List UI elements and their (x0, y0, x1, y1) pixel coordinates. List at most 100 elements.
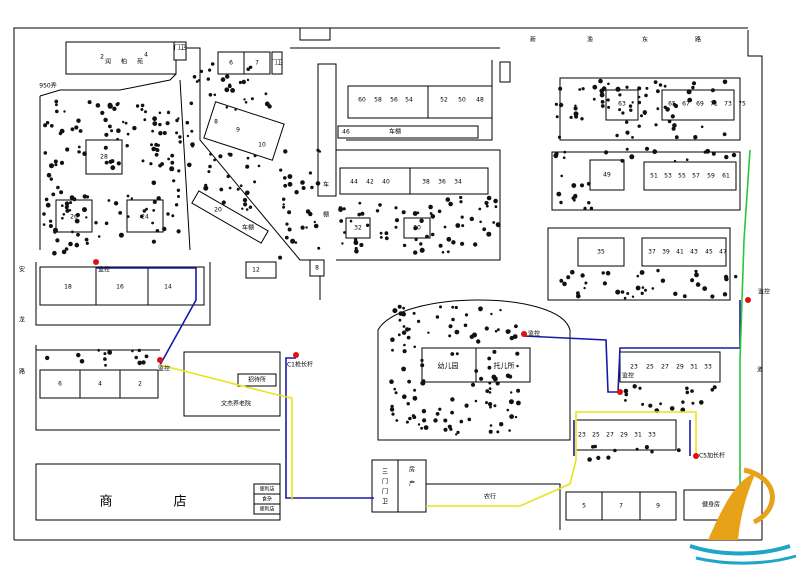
building-label: 60 (358, 97, 366, 104)
tree-icon (50, 124, 54, 128)
tree-icon (155, 229, 160, 233)
tree-icon (103, 117, 108, 123)
tree-icon (467, 417, 472, 422)
tree-icon (420, 426, 423, 430)
tree-icon (127, 215, 130, 218)
tree-icon (450, 410, 454, 415)
tree-icon (248, 65, 253, 70)
building-20-shed (191, 190, 269, 244)
tree-icon (343, 231, 346, 234)
tree-icon (151, 129, 155, 133)
tree-icon (401, 366, 406, 372)
boundary-lines (13, 27, 763, 541)
building-63 (605, 89, 639, 121)
building-label: 45 (705, 249, 713, 256)
tree-icon (724, 276, 729, 282)
tree-icon (592, 97, 596, 101)
tree-icon (59, 160, 65, 165)
building-label: 31 (634, 432, 642, 439)
tree-icon (629, 108, 633, 112)
building-label: 商 (99, 495, 112, 510)
tree-icon (514, 324, 518, 329)
building-label: 文杰养老院 (221, 400, 251, 408)
tree-icon (45, 202, 51, 208)
tree-icon (190, 129, 194, 133)
tree-icon (473, 242, 478, 247)
road-label-char: 东 (642, 36, 648, 44)
gate-label: 门卫 (174, 44, 186, 52)
tree-icon (221, 200, 226, 205)
tree-icon (313, 220, 316, 224)
tree-icon (592, 84, 598, 90)
tree-icon (149, 162, 153, 166)
building-label: 26 (70, 214, 78, 221)
tree-icon (412, 311, 416, 315)
building-guesthouse (237, 373, 277, 387)
tree-icon (558, 86, 563, 91)
building-label: 49 (603, 172, 611, 179)
tree-icon (177, 169, 181, 173)
tree-icon (71, 230, 74, 234)
tree-icon (554, 102, 559, 106)
tree-icon (210, 62, 215, 66)
tree-icon (162, 131, 167, 135)
tree-icon (449, 427, 453, 431)
tree-icon (734, 274, 738, 279)
tree-icon (569, 115, 573, 119)
tree-icon (479, 220, 482, 224)
tree-icon (598, 78, 603, 84)
building-label: 房 (409, 466, 415, 474)
tree-icon (459, 200, 463, 204)
tree-icon (587, 457, 592, 462)
tree-icon (156, 143, 160, 147)
tree-icon (485, 389, 490, 393)
tree-icon (632, 384, 637, 389)
building-label: 39 (662, 249, 670, 256)
tree-icon (712, 385, 717, 390)
tree-icon (379, 231, 383, 235)
tree-icon (384, 231, 389, 236)
road-label-char: 新 (530, 36, 536, 44)
tree-icon (640, 114, 643, 118)
tree-icon (397, 304, 402, 309)
logo-sail-icon (708, 472, 756, 540)
building-row-5-7-9 (565, 491, 677, 521)
building-label: 25 (646, 364, 654, 371)
tree-icon (378, 203, 382, 207)
tree-icon (234, 108, 237, 111)
tree-icon (654, 123, 658, 127)
tree-icon (143, 118, 147, 122)
building-label: 卫 (382, 499, 388, 506)
tree-icon (353, 240, 359, 246)
tree-icon (45, 355, 50, 361)
tree-icon (492, 221, 496, 224)
tree-icon (287, 174, 293, 179)
tree-icon (669, 406, 675, 411)
tree-icon (705, 148, 711, 154)
tree-icon (401, 330, 407, 335)
tree-icon (491, 374, 497, 380)
tree-icon (572, 198, 576, 202)
tree-icon (641, 286, 645, 289)
small-shop (253, 503, 281, 515)
tree-icon (397, 333, 401, 337)
tree-icon (390, 404, 394, 409)
tree-icon (604, 150, 609, 155)
tree-icon (195, 80, 199, 83)
tree-icon (132, 125, 137, 131)
tree-icon (199, 69, 204, 73)
route-green (739, 149, 751, 500)
tree-icon (641, 402, 645, 406)
tree-icon (690, 278, 695, 283)
tree-icon (118, 211, 123, 215)
tree-icon (652, 149, 658, 155)
tree-icon (487, 365, 492, 370)
road-label-char: 路 (695, 36, 701, 44)
tree-icon (246, 78, 250, 82)
tree-icon (166, 110, 171, 115)
building-label: 35 (597, 249, 605, 256)
tree-icon (580, 273, 585, 278)
tree-icon (171, 214, 175, 218)
tree-icon (78, 129, 83, 133)
tree-icon (379, 236, 383, 239)
